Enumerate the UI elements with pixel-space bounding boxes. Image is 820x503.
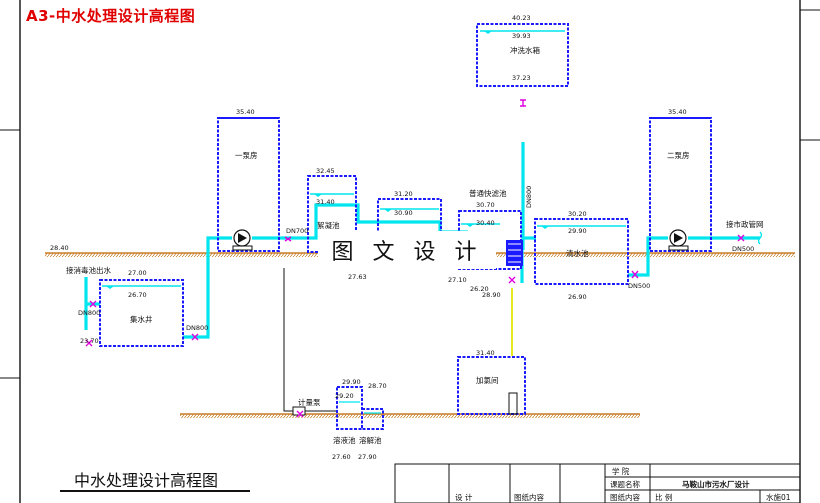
well-bottom-level: 23.70 <box>80 337 99 345</box>
clear-water-tank-label: 清水池 <box>566 248 589 258</box>
watermark-banner: 图 文 设 计 <box>318 231 496 269</box>
drawing-footer-title: 中水处理设计高程图 <box>74 471 219 490</box>
title-block-scale-label: 比 例 <box>655 492 672 502</box>
pump-house-2-label: 二泵房 <box>667 150 690 160</box>
backwash-bottom-level: 37.23 <box>512 74 531 82</box>
valve-icon <box>85 99 745 418</box>
pump-house-1-label: 一泵房 <box>235 150 258 160</box>
filter-low-level-1: 27.10 <box>448 276 467 284</box>
coagulation-water-level: 31.40 <box>316 198 335 206</box>
backwash-tank <box>476 23 569 87</box>
well-water-level: 26.70 <box>128 291 147 299</box>
pump1-top-level: 35.40 <box>236 108 255 116</box>
clear-water-level: 29.90 <box>568 227 587 235</box>
backwash-tank-label: 冲洗水箱 <box>510 45 540 55</box>
title-block-project: 马鞍山市污水厂设计 <box>682 479 750 489</box>
rapid-filter-label: 普通快滤池 <box>469 188 507 198</box>
ground-line-lower <box>180 413 640 418</box>
coagulation-tank <box>307 175 357 253</box>
pump-house-1 <box>217 117 280 252</box>
dosing-line <box>283 268 336 412</box>
well-top-level: 27.00 <box>128 269 147 277</box>
solution-bottom-level: 27.90 <box>358 453 377 461</box>
settling-water-level: 30.90 <box>394 209 413 217</box>
coagulation-top-level: 32.45 <box>316 167 335 175</box>
filter-low-level-3: 28.90 <box>482 291 501 299</box>
backwash-water-level: 39.93 <box>512 32 531 40</box>
pump2-top-level: 35.40 <box>668 108 687 116</box>
pump-icon <box>232 229 253 251</box>
chlorination-room-label: 加氯间 <box>476 375 499 385</box>
backwash-top-level: 40.23 <box>512 14 531 22</box>
solution-tank-label: 溶解池 <box>359 435 382 445</box>
settling-top-level: 31.20 <box>394 190 413 198</box>
coagulation-tank-label: 絮凝池 <box>317 220 340 230</box>
inlet-label: 接消毒池出水 <box>66 265 111 275</box>
pump-icon <box>668 229 689 251</box>
pipe-dn800-vertical: DN800 <box>525 186 533 208</box>
collection-well-label: 集水井 <box>130 314 153 324</box>
filter-low-level-2: 26.20 <box>470 285 489 293</box>
title-block-sheet-code: 水施01 <box>766 492 791 502</box>
sheet-title: A3-中水处理设计高程图 <box>26 7 196 25</box>
meter-pump-label: 计量泵 <box>298 397 321 407</box>
title-block-school-label: 学 院 <box>612 466 630 476</box>
clear-top-level: 30.20 <box>568 210 587 218</box>
outlet-label: 接市政管网 <box>726 219 764 229</box>
chlor-top-level: 31.40 <box>476 349 495 357</box>
outlet-end-icon <box>757 231 763 245</box>
filter-top-level: 30.70 <box>476 201 495 209</box>
title-block-drawing-content: 图纸内容 <box>514 492 544 502</box>
clear-bottom-level: 26.90 <box>568 293 587 301</box>
rapid-filter <box>458 210 523 270</box>
pump-house-2 <box>649 117 712 252</box>
title-block-name-label: 课题名称 <box>610 479 640 489</box>
pipe-dn700: DN700 <box>286 227 308 235</box>
title-block-designer-label: 设 计 <box>455 492 473 502</box>
ground-level: 28.40 <box>50 244 69 252</box>
pipe-dn800-inlet: DN800 <box>78 309 100 317</box>
title-block-content-label: 图纸内容 <box>610 492 640 502</box>
settling-bottom-level: 27.63 <box>348 273 367 281</box>
pipe-dn500-out: DN500 <box>732 245 754 253</box>
pipe-dn500-clear: DN500 <box>628 282 650 290</box>
solution-tank <box>361 408 384 430</box>
footer-title-underline <box>60 490 250 492</box>
title-block <box>394 463 801 503</box>
dissolving-bottom-level: 27.60 <box>332 453 351 461</box>
clear-water-tank <box>534 218 629 285</box>
pipe-dn800-well: DN800 <box>186 324 208 332</box>
solution-top-level: 28.70 <box>368 382 387 390</box>
dissolving-top-level: 29.20 <box>335 392 354 400</box>
chlorination-room <box>457 356 526 415</box>
filter-water-level: 30.40 <box>476 219 495 227</box>
collection-well <box>99 279 184 347</box>
dissolving-outer-level: 29.90 <box>342 378 361 386</box>
dissolving-tank-label: 溶液池 <box>333 435 356 445</box>
